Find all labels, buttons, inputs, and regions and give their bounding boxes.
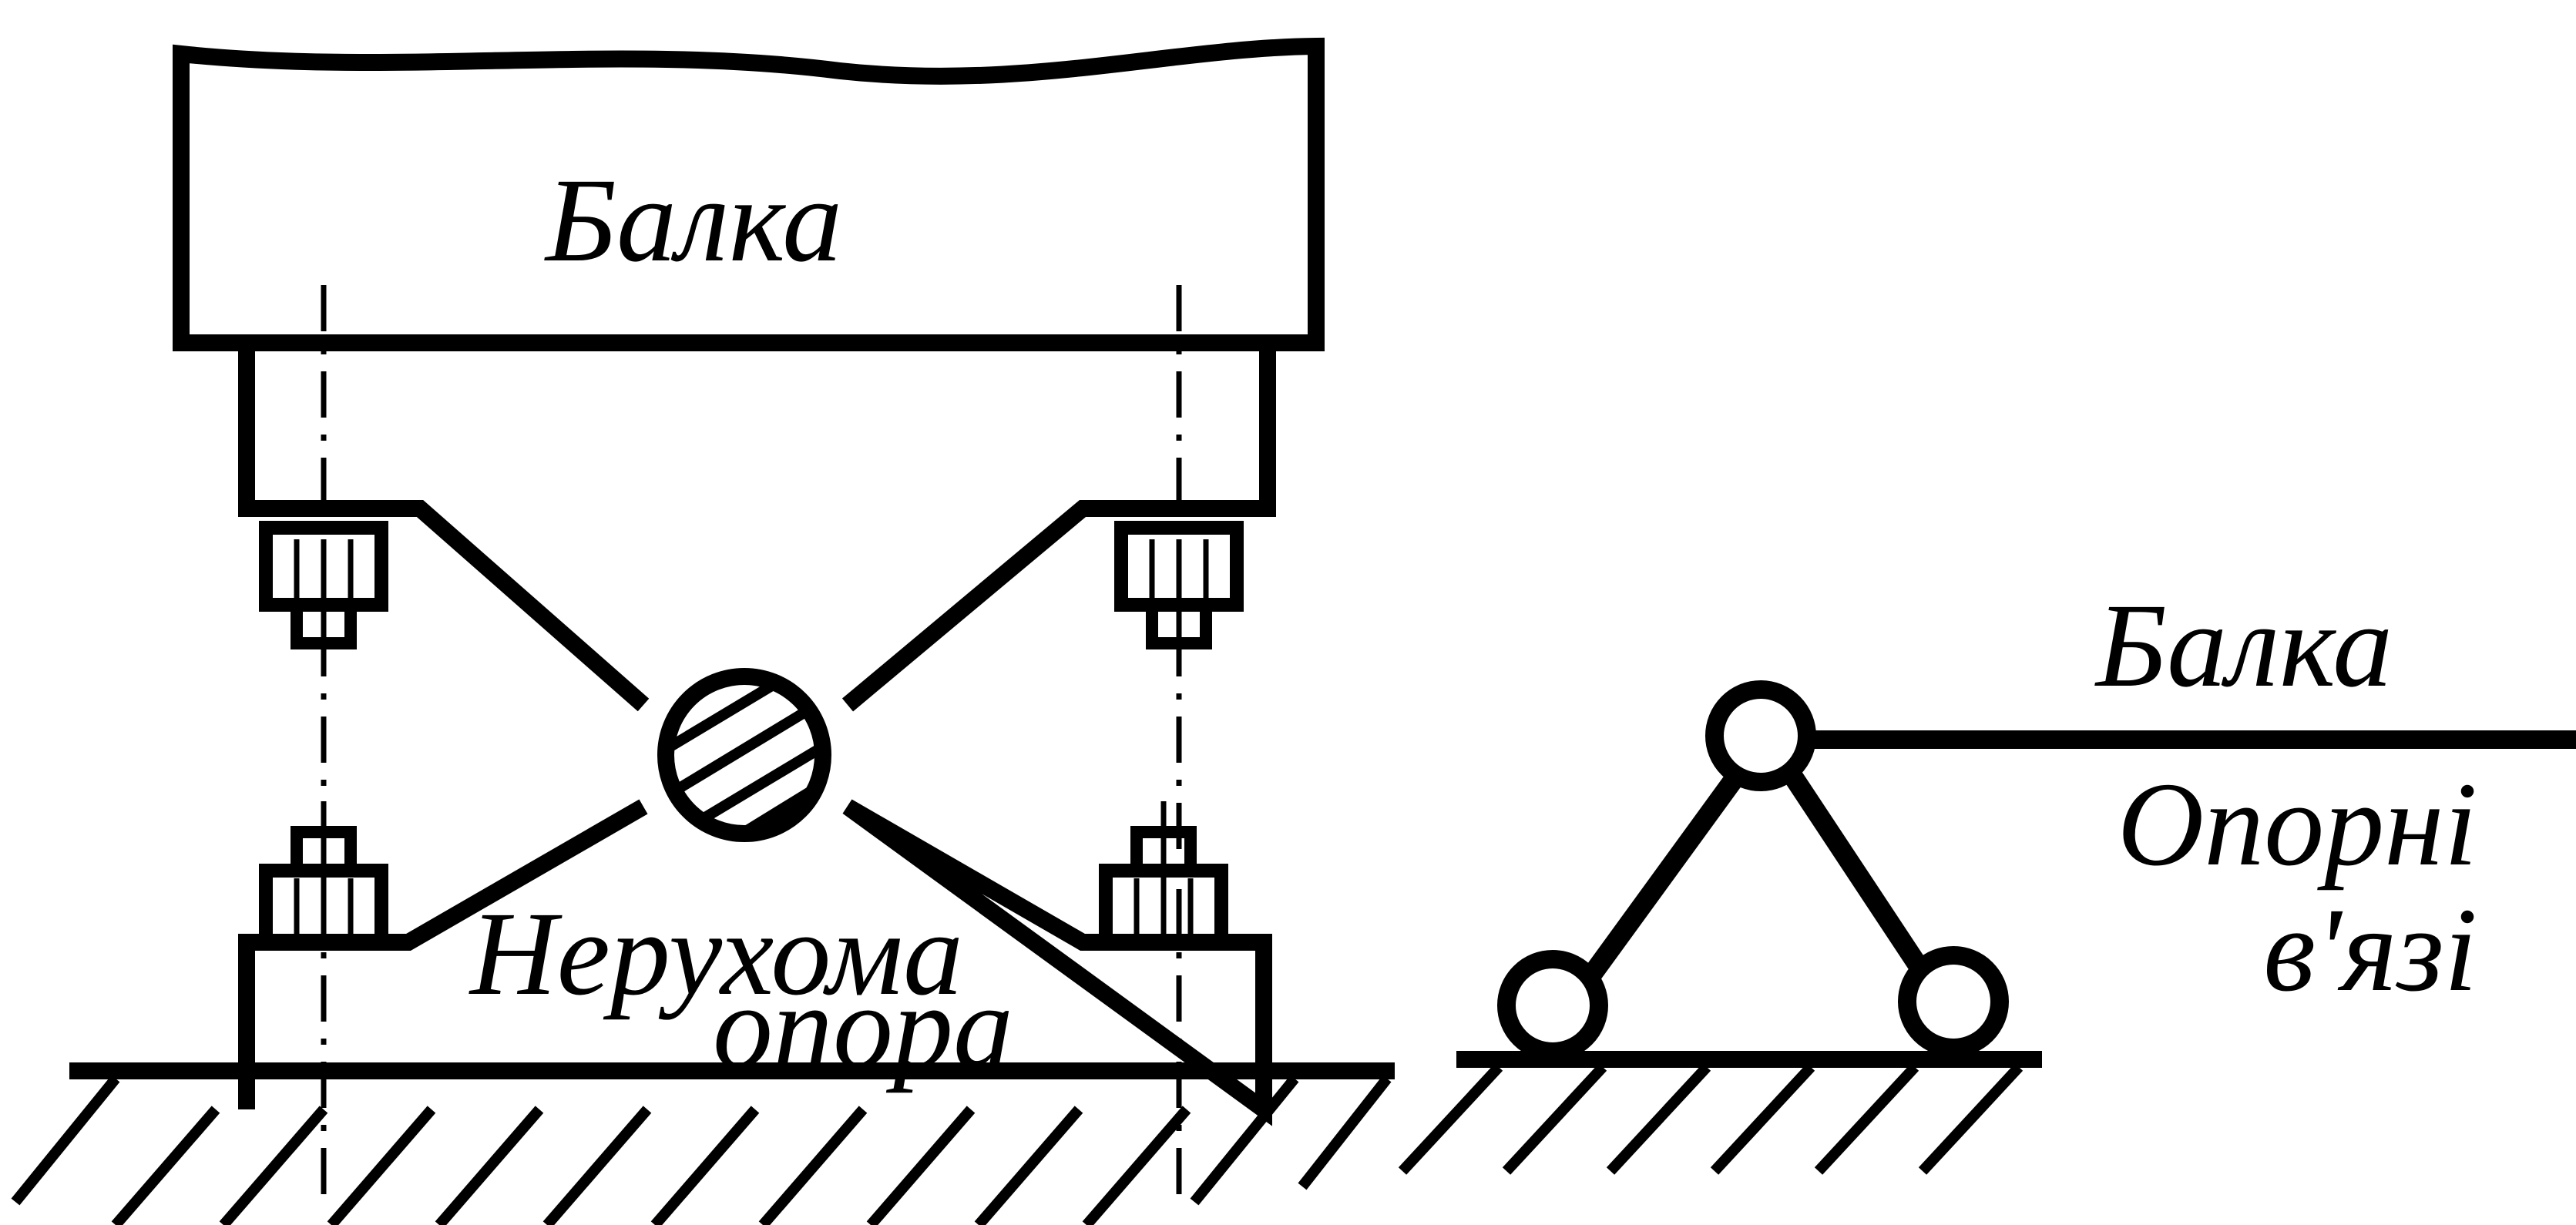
ground-hatching-right — [1398, 1063, 2024, 1175]
hinge-top — [1705, 680, 1816, 791]
bolt-upper-right — [1114, 521, 1244, 649]
support-link-left — [1575, 768, 1746, 992]
fixed-support-drawing: Балка Нерухома опора — [11, 37, 1395, 1225]
fixed-support-label-line1: Нерухома — [469, 887, 963, 1020]
upper-plate — [238, 343, 1276, 712]
support-links-schematic: Балка Опорні в'язі — [1398, 579, 2576, 1175]
bolt-upper-left — [259, 521, 388, 649]
support-links-label-line1: Опорні — [2118, 757, 2477, 891]
bolt-lower-right — [1099, 801, 1228, 951]
bolt-lower-left — [259, 801, 388, 951]
fixed-support-label-line2: опора — [713, 960, 1013, 1093]
hinge-bottom-right — [1898, 946, 2009, 1057]
central-pin — [657, 668, 831, 842]
hinge-bottom-left — [1497, 950, 1608, 1061]
beam-block — [173, 37, 1325, 351]
support-link-right — [1783, 768, 1931, 978]
support-links-label-line2: в'язі — [2263, 883, 2477, 1016]
beam-label-top: Балка — [544, 153, 842, 287]
ground-hatching-left — [11, 1075, 1392, 1225]
beam-label-right: Балка — [2094, 579, 2393, 712]
